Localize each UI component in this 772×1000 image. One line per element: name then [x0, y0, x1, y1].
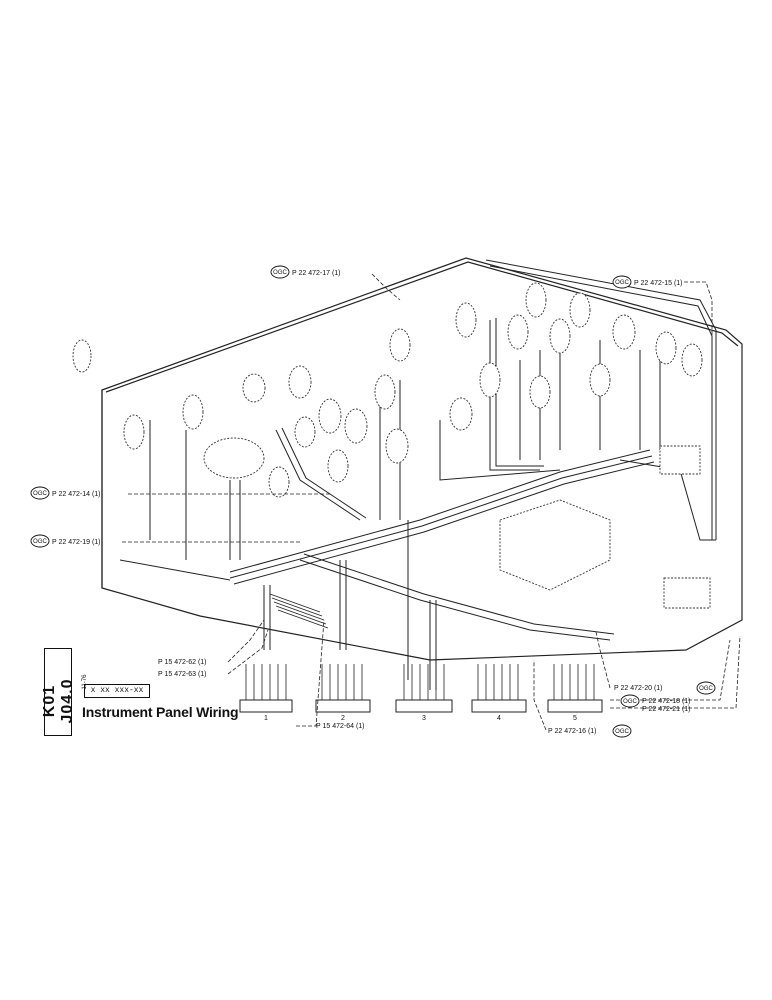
callout-p21: P 22 472-21 (1): [642, 706, 691, 713]
connector-4: 4: [471, 664, 527, 722]
callout-p14: OGC P 22 472-14 (1): [30, 486, 101, 500]
ogc-badge-icon: [620, 694, 640, 708]
callout-p14-text: P 22 472-14 (1): [52, 491, 101, 498]
connector-3: 3: [395, 664, 453, 722]
svg-text:OGC: OGC: [615, 729, 629, 735]
callout-p17: OGC P 22 472-17 (1): [270, 265, 341, 279]
callout-p16-text: P 22 472-16 (1): [548, 728, 597, 735]
callout-p63: P 15 472-63 (1): [158, 671, 207, 678]
callout-p20: P 22 472-20 (1) OGC: [614, 681, 716, 695]
ogc-badge-icon: [270, 265, 290, 279]
drawing-code: K01 J04.0: [41, 678, 76, 724]
callout-p19: OGC P 22 472-19 (1): [30, 534, 101, 548]
callouts: OGC P 22 472-17 (1) OGC P 22 472-15 (1) …: [30, 265, 716, 738]
callout-p62: P 15 472-62 (1): [158, 659, 207, 666]
svg-text:OGC: OGC: [623, 699, 637, 705]
callout-p18-text: P 22 472-18 (1): [642, 698, 691, 705]
svg-text:OGC: OGC: [33, 491, 47, 497]
callout-p64: P 15 472-64 (1): [316, 723, 365, 730]
ogc-badge-icon: [696, 681, 716, 695]
svg-text:OGC: OGC: [33, 539, 47, 545]
ogc-badge-icon: [612, 275, 632, 289]
instrument-sockets: [72, 282, 703, 498]
connector-1: 1: [239, 664, 293, 722]
ribbon-bundle: [269, 593, 329, 629]
callout-p15-text: P 22 472-15 (1): [634, 280, 683, 287]
leader-lines: [122, 273, 741, 731]
connector-4-label: 4: [497, 715, 501, 722]
harness-trunks: [119, 259, 717, 690]
panel-outline: [101, 257, 743, 661]
callout-p17-text: P 22 472-17 (1): [292, 270, 341, 277]
drawing-title: Instrument Panel Wiring: [82, 704, 239, 720]
connector-1-label: 1: [264, 715, 268, 722]
part-number: x xx xxx-xx: [84, 684, 150, 698]
svg-text:OGC: OGC: [615, 280, 629, 286]
drawing-code-box: K01 J04.0 11-76: [41, 648, 88, 736]
connector-2-label: 2: [341, 715, 345, 722]
ogc-badge-icon: [30, 534, 50, 548]
callout-p18: OGC P 22 472-18 (1): [620, 694, 691, 708]
connector-5-label: 5: [573, 715, 577, 722]
connector-3-label: 3: [422, 715, 426, 722]
callout-p15: OGC P 22 472-15 (1): [612, 275, 683, 289]
ogc-badge-icon: [612, 724, 632, 738]
relay-cluster: [499, 445, 711, 609]
callout-p19-text: P 22 472-19 (1): [52, 539, 101, 546]
connector-2: 2: [315, 664, 371, 722]
connector-blocks: 1 2 3 4: [239, 664, 603, 722]
callout-p20-text: P 22 472-20 (1): [614, 685, 663, 692]
svg-text:OGC: OGC: [699, 686, 713, 692]
ogc-badge-icon: [30, 486, 50, 500]
connector-5: 5: [547, 664, 603, 722]
callout-p16: P 22 472-16 (1) OGC: [548, 724, 632, 738]
svg-text:OGC: OGC: [273, 270, 287, 276]
